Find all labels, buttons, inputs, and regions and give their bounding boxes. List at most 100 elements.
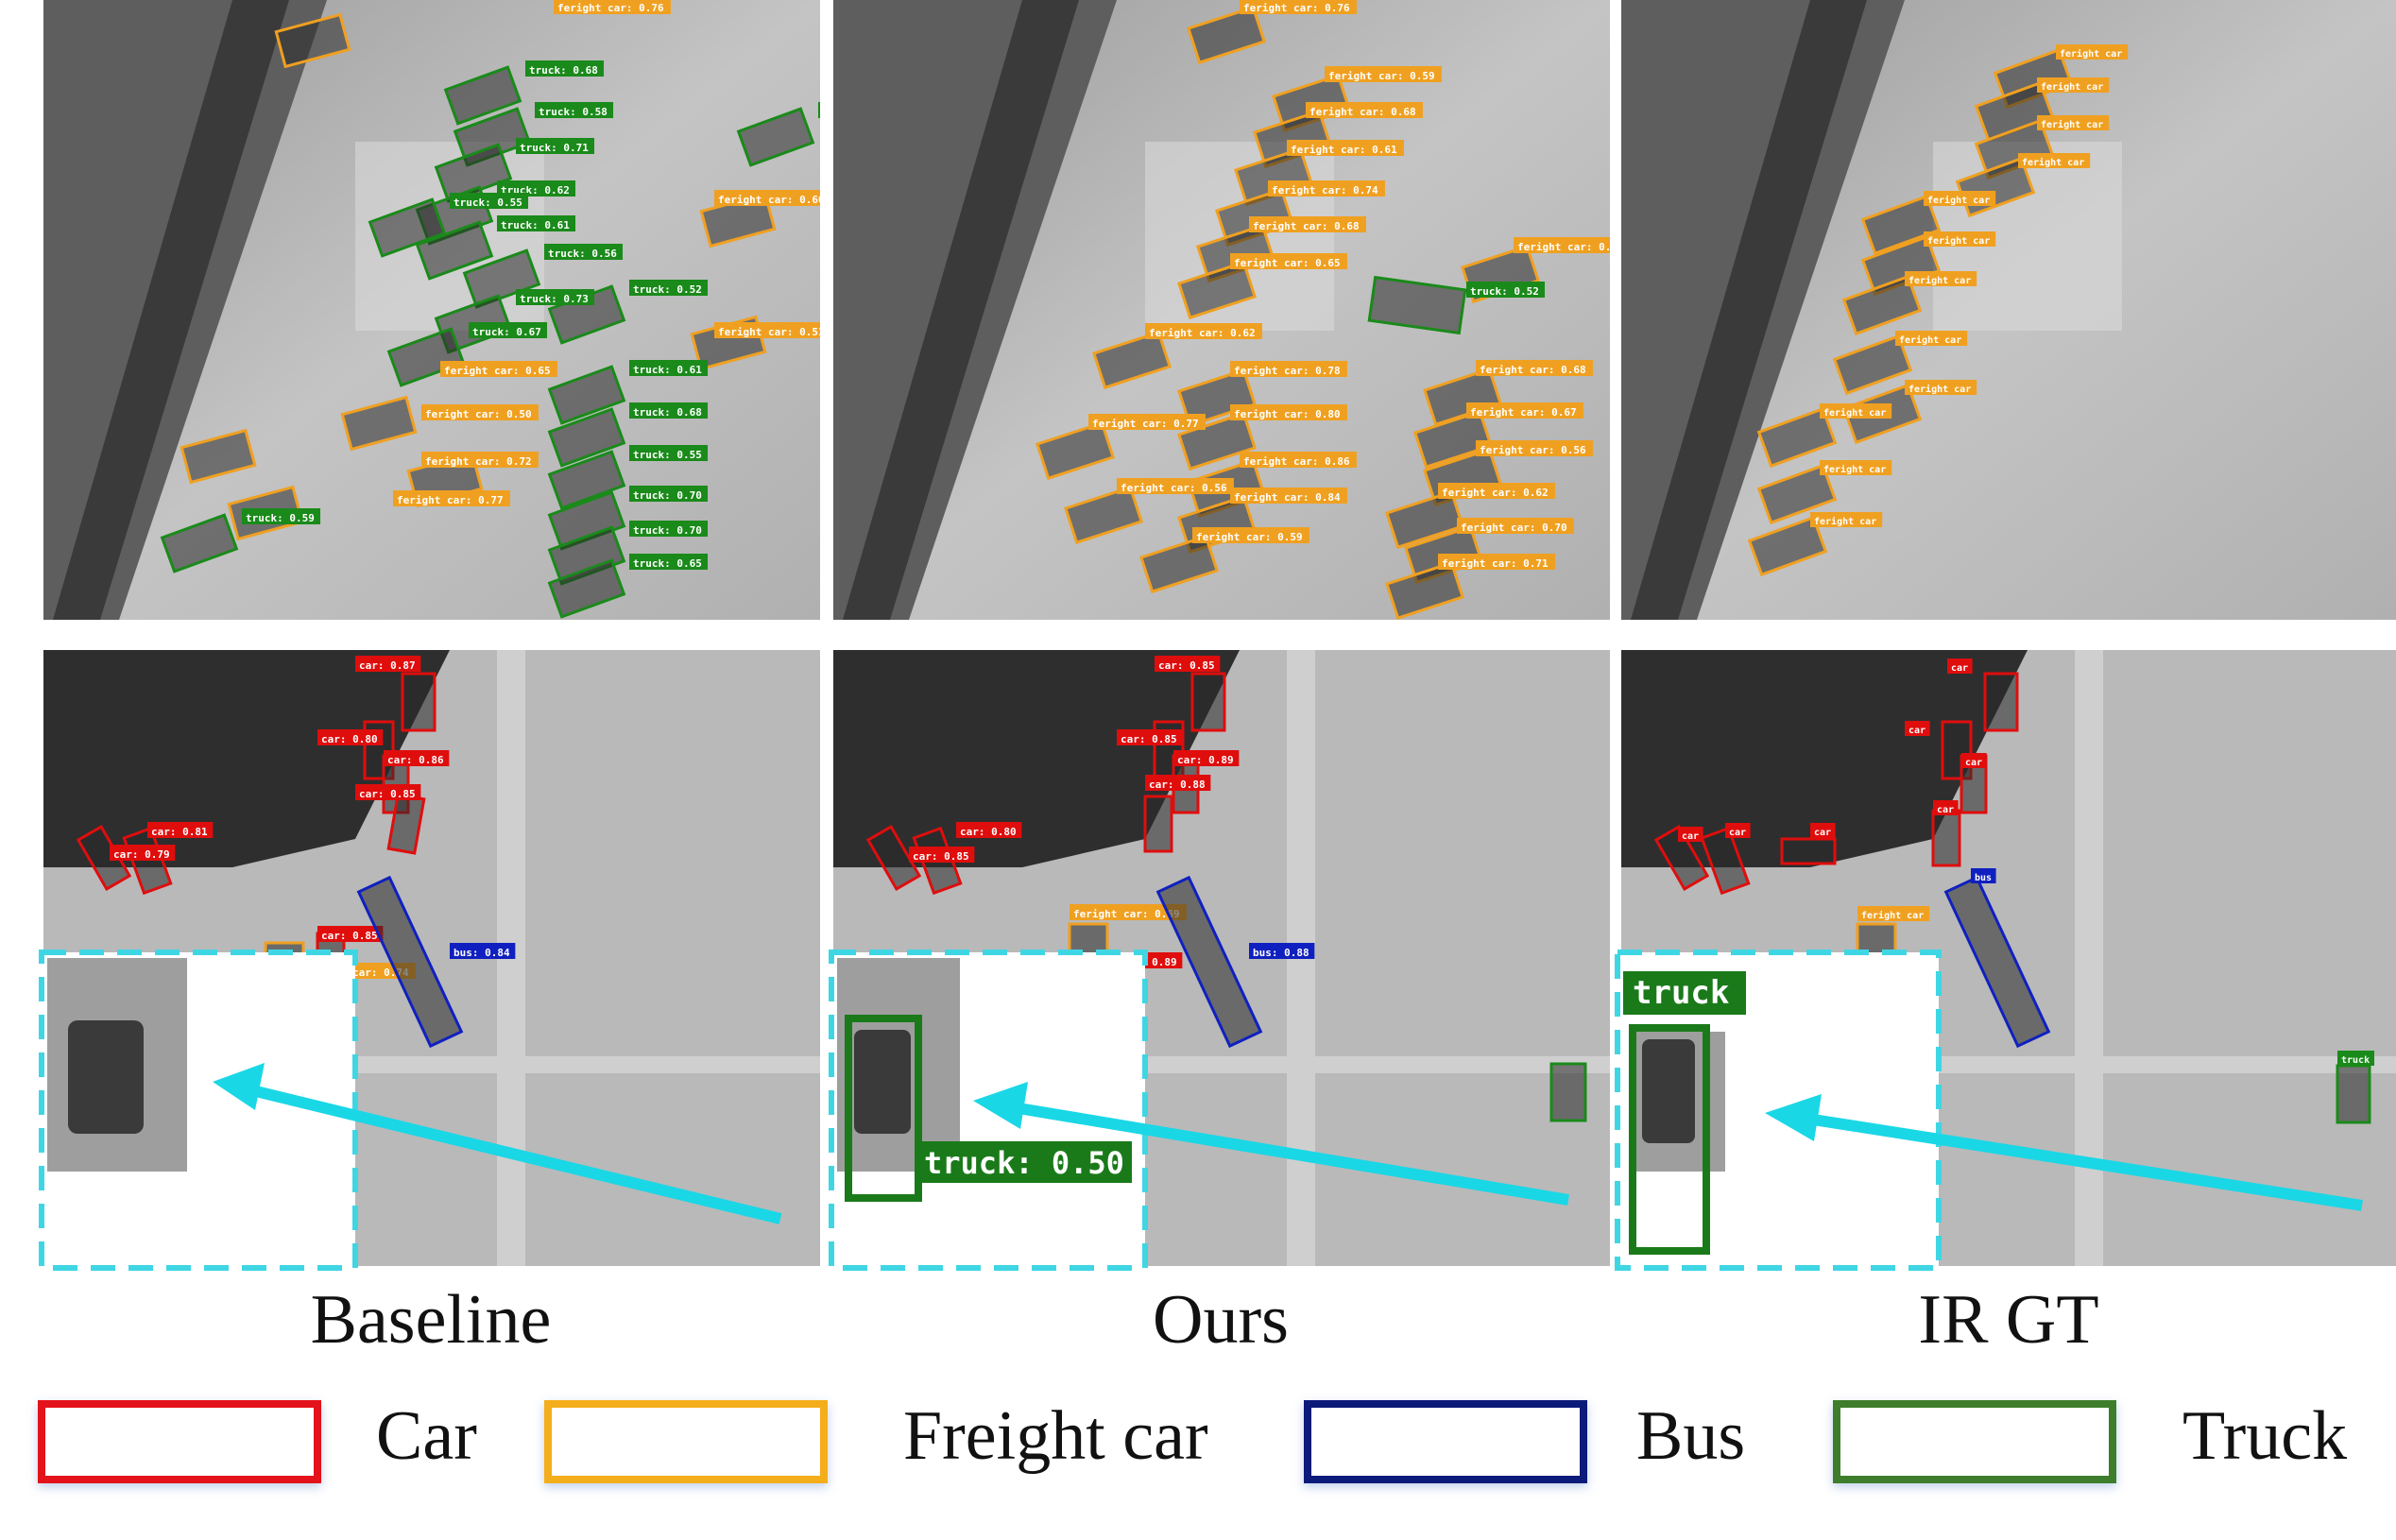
bottom-irgt-det-label: car [1682, 831, 1699, 842]
bottom-irgt-det-label-bg [1678, 827, 1703, 842]
top-irgt-freight-label-bg [1810, 512, 1883, 527]
top-baseline-truck-box [547, 365, 626, 425]
top-baseline-truck-box [462, 248, 541, 309]
top-baseline-truck-label: truck: 0.61 [633, 364, 702, 376]
top-ours-freight-box [1177, 411, 1257, 471]
irgt-inset: truck [1615, 950, 2363, 1271]
top-baseline-truck-label-bg [629, 554, 709, 570]
top-baseline-truck-box [547, 558, 626, 619]
top-ours-freight-label: feright car: 0.56 [1121, 482, 1227, 494]
bottom-baseline-det-label: car: 0.85 [359, 788, 416, 800]
top-baseline-truck-label: truck: 0.68 [529, 64, 598, 77]
bottom-irgt-det-box [1941, 720, 1973, 780]
bottom-irgt-det-label: truck [2341, 1055, 2370, 1066]
top-baseline-freight-label: feright car: 0.51 [718, 326, 820, 338]
bottom-ours-det-label-bg [909, 847, 975, 863]
bottom-baseline-det-label-bg [355, 656, 421, 672]
bottom-ours-det-label: car: 0.85 [1158, 659, 1215, 672]
bottom-ours-det-label-bg [1249, 943, 1315, 959]
top-baseline-truck-label: truck: 0.73 [520, 293, 589, 305]
bottom-ours-det-label: bus: 0.88 [1253, 947, 1309, 959]
bottom-ours-det-label-bg [1117, 729, 1183, 745]
bottom-irgt-det-box [1780, 837, 1837, 865]
baseline-inset [39, 950, 782, 1271]
bottom-ours-det-box [1190, 672, 1226, 732]
top-ours-freight-label: feright car: 0.80 [1234, 408, 1341, 420]
top-baseline-freight-label-bg [421, 404, 539, 420]
top-irgt-freight-label-bg [2037, 77, 2110, 93]
bottom-irgt-det-box [1700, 826, 1751, 896]
top-baseline-truck-label-bg [497, 215, 576, 231]
top-ours-freight-label: feright car: 0.53 [1517, 241, 1610, 253]
bottom-ours-det-label: feright car: 0.69 [1073, 908, 1180, 920]
top-irgt-freight-label-bg [1905, 271, 1977, 286]
bottom-irgt-det-label-bg [1905, 721, 1930, 736]
top-ours-freight-label: feright car: 0.78 [1234, 365, 1341, 377]
top-baseline-freight-label-bg [554, 0, 671, 14]
bottom-baseline-det-label: bus: 0.84 [454, 947, 510, 959]
top-irgt-freight-box [1756, 463, 1838, 525]
top-ours-freight-box [1035, 420, 1115, 481]
top-ours-freight-label: feright car: 0.74 [1272, 184, 1378, 197]
bottom-irgt-det-label-bg [2337, 1051, 2374, 1066]
bottom-baseline-det-label-bg [147, 822, 214, 838]
top-ours-freight-box [1385, 489, 1464, 550]
top-baseline-freight-label-bg [714, 322, 820, 338]
column-title-irgt: IR GT [1918, 1281, 2099, 1359]
irgt-inset-label: truck [1633, 974, 1729, 1012]
top-ours-freight-label: feright car: 0.68 [1253, 220, 1360, 232]
top-ours-freight-label: feright car: 0.67 [1470, 406, 1577, 419]
top-ours-freight-box [1187, 5, 1266, 65]
top-baseline-truck-box [736, 107, 815, 167]
top-ours-freight-label-bg [1438, 483, 1555, 499]
top-ours-freight-label-bg [1476, 440, 1593, 456]
top-ours-freight-label-bg [1466, 402, 1583, 419]
top-baseline-truck-label: truck: 0.52 [633, 283, 702, 296]
top-irgt-freight-label: feright car [1908, 384, 1971, 395]
top-baseline-truck-label-bg [629, 445, 709, 461]
top-baseline-freight-label: feright car: 0.60 [718, 194, 820, 206]
top-ours-truck-box [1367, 275, 1467, 335]
top-ours-freight-label-bg [1230, 361, 1347, 377]
top-ours-freight-label-bg [1240, 0, 1357, 14]
top-ours-freight-label-bg [1088, 414, 1206, 430]
column-title-baseline: Baseline [310, 1281, 552, 1359]
top-baseline-truck-label: truck: 0.70 [633, 489, 702, 502]
top-baseline-truck-box [368, 197, 447, 258]
ours-inset-label: truck: 0.50 [924, 1145, 1124, 1181]
top-baseline-truck-label-bg [629, 402, 709, 419]
top-irgt-freight-box [1841, 274, 1923, 336]
bottom-irgt-det-label-bg [1810, 823, 1836, 838]
top-baseline-truck-box [547, 407, 626, 468]
bottom-irgt-det-label-bg [1857, 906, 1930, 921]
top-ours-freight-label-bg [1249, 216, 1366, 232]
top-baseline-freight-box [180, 428, 257, 485]
bottom-ours-det-label-bg [1155, 656, 1221, 672]
bottom-baseline-det-label-bg [110, 845, 176, 861]
bottom-baseline-det-box [356, 875, 464, 1049]
top-irgt-freight-label-bg [1820, 403, 1892, 419]
top-irgt-freight-label: feright car [2041, 119, 2103, 130]
bottom-irgt-det-label: car [1937, 805, 1954, 815]
top-ours-freight-label: feright car: 0.68 [1309, 106, 1416, 118]
bottom-baseline-det-label-bg [355, 784, 421, 800]
bottom-irgt-det-box [1653, 824, 1710, 892]
top-ours-freight-label-bg [1287, 140, 1404, 156]
top-baseline-freight-label-bg [421, 452, 539, 468]
top-irgt-freight-label: feright car [2022, 157, 2084, 168]
top-ours-freight-label-bg [1117, 478, 1234, 494]
top-ours-freight-box [1385, 560, 1464, 620]
ours-inset: truck: 0.50 [829, 950, 1569, 1271]
bottom-irgt-det-label: car [1814, 828, 1831, 838]
bottom-irgt-det-label: car [1908, 726, 1925, 736]
bottom-irgt-det-label-bg [1725, 823, 1751, 838]
top-ours-freight-label: feright car: 0.86 [1243, 455, 1350, 468]
top-irgt-freight-label-bg [2056, 44, 2129, 60]
top-baseline-freight-label-bg [714, 190, 820, 206]
top-ours-freight-label-bg [1476, 360, 1593, 376]
top-ours-freight-label: feright car: 0.62 [1149, 327, 1256, 339]
top-ours-freight-label-bg [1230, 488, 1347, 504]
top-ours-freight-label-bg [1306, 102, 1423, 118]
top-baseline-truck-label: truck: 0.70 [633, 524, 702, 537]
